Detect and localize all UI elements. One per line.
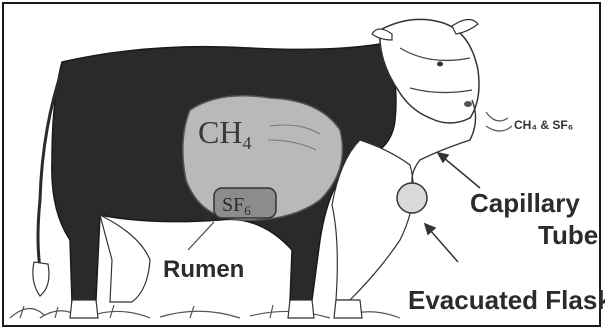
cow-hind-leg <box>100 215 150 302</box>
tube-label: Tube <box>538 220 598 251</box>
evacuated-flask-sphere <box>397 183 427 213</box>
cow-nostril <box>464 101 472 107</box>
cow-chest-patch <box>332 140 413 300</box>
sampled-gases-label: CH₄ & SF₆ <box>514 118 573 132</box>
rumen-label: Rumen <box>163 256 244 284</box>
evacuated-flask-label: Evacuated Flask <box>408 285 605 316</box>
capillary-arrow <box>438 153 480 188</box>
flask-arrow <box>425 224 458 262</box>
capillary-label: Capillary <box>470 188 580 219</box>
cow-horn-right <box>452 19 478 34</box>
methane-label: CH4 <box>198 114 251 154</box>
tail-tuft <box>33 262 49 296</box>
sf6-label: SF6 <box>222 194 251 219</box>
rumen-pointer <box>188 222 214 250</box>
cow-eye <box>437 62 443 67</box>
exhaled-gas-lines <box>486 112 512 131</box>
